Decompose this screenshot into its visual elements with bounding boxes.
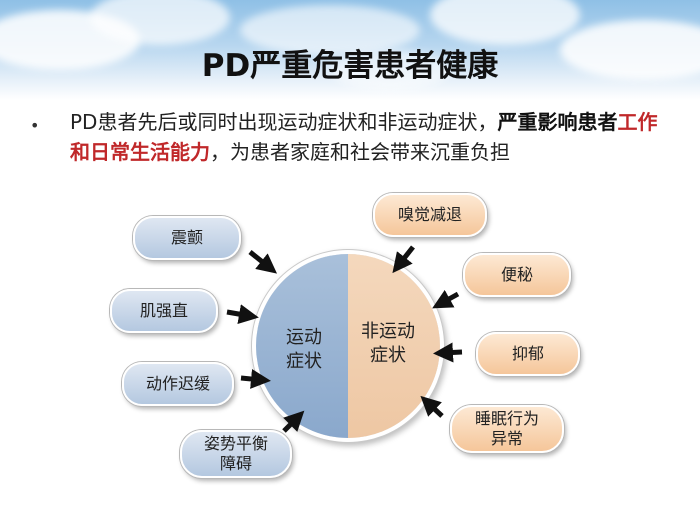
motor-half [256,254,348,438]
symptom-sleep-line1: 睡眠行为 [474,409,539,428]
symptom-postural-line2: 障碍 [219,454,252,473]
bullet-marker: • [30,116,40,135]
paragraph-highlight-text: 工作和日常生活能力 [70,110,658,164]
paragraph-text: PD患者先后或同时出现运动症状和非运动症状， [70,110,498,134]
symptom-sleep-line2: 异常 [490,429,523,448]
symptom-sleep-disorder: 睡眠行为 异常 [450,405,564,453]
arrow-constipation [432,289,460,309]
nonmotor-label-line1: 非运动 [361,321,415,342]
paragraph-bold-text: 严重影响患者 [497,110,618,134]
symptom-constipation: 便秘 [463,253,571,297]
nonmotor-label-line2: 症状 [370,345,406,366]
symptom-hyposmia: 嗅觉减退 [373,193,487,237]
motor-label-line2: 症状 [286,351,322,372]
arrow-hyposmia [392,245,415,274]
symptom-tremor: 震颤 [133,216,241,260]
symptom-postural-instability: 姿势平衡 障碍 [180,430,292,478]
arrow-postural [282,410,305,433]
arrow-sleep [420,395,444,418]
symptom-rigidity: 肌强直 [110,289,218,333]
arrow-bradykinesia [240,369,271,389]
paragraph-text-end: ，为患者家庭和社会带来沉重负担 [210,140,510,164]
motor-label: 运动 症状 [276,326,332,374]
arrow-rigidity [226,304,259,324]
slide-title: PD严重危害患者健康 [201,48,499,84]
motor-label-line1: 运动 [286,327,322,348]
symptom-depression: 抑郁 [476,332,580,376]
bullet-paragraph: PD患者先后或同时出现运动症状和非运动症状，严重影响患者工作和日常生活能力，为患… [70,107,670,167]
nonmotor-label: 非运动 症状 [352,320,424,368]
arrow-tremor [248,250,278,274]
arrow-depression [433,342,463,363]
symptom-bradykinesia: 动作迟缓 [122,362,234,406]
symptom-postural-line1: 姿势平衡 [203,434,268,453]
sky-background [0,0,700,100]
